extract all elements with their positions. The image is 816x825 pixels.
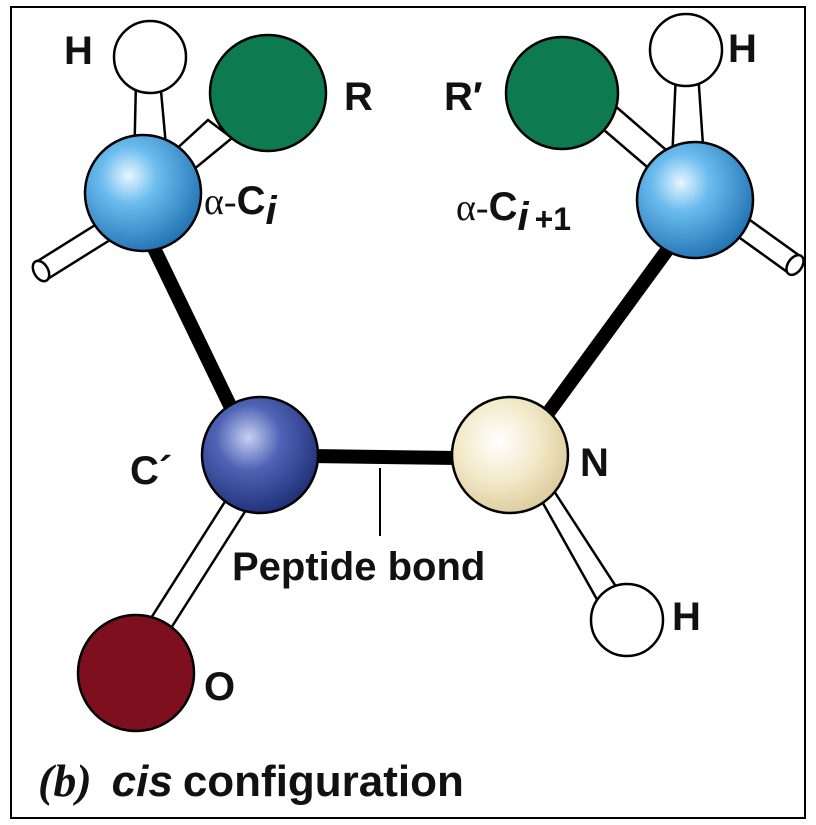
label-r: R: [344, 75, 373, 119]
atom-n: [450, 395, 570, 515]
atom-h-right: [648, 12, 724, 88]
label-c-prime: C´: [130, 449, 172, 493]
atom-alpha-c-i: [83, 133, 203, 253]
bond-ca1-n: [533, 231, 683, 431]
bond-c-o: [144, 498, 248, 638]
bond-peptide: [303, 449, 465, 465]
label-r-prime: R′: [444, 75, 482, 119]
label-o: O: [204, 665, 235, 709]
label-alpha-c-i1: α-Ci+1: [456, 185, 571, 239]
label-n: N: [580, 441, 609, 485]
stub-end-right: [785, 253, 805, 277]
atom-h-left: [112, 19, 188, 95]
label-h-n: H: [672, 595, 701, 639]
backbone-bonds: [143, 231, 683, 465]
label-alpha-c-i: α-Ci: [204, 179, 277, 233]
atom-c-prime: [200, 395, 320, 515]
bond-ca-cprime: [143, 233, 243, 425]
label-peptide-bond: Peptide bond: [232, 545, 485, 589]
label-h-left: H: [64, 29, 93, 73]
atom-r: [208, 33, 328, 153]
stub-end-left: [31, 259, 51, 283]
atom-alpha-c-i1: [635, 140, 755, 260]
atom-o: [76, 613, 196, 733]
label-h-right: H: [728, 27, 757, 71]
atom-h-n: [589, 582, 665, 658]
atom-r-prime: [504, 35, 620, 151]
